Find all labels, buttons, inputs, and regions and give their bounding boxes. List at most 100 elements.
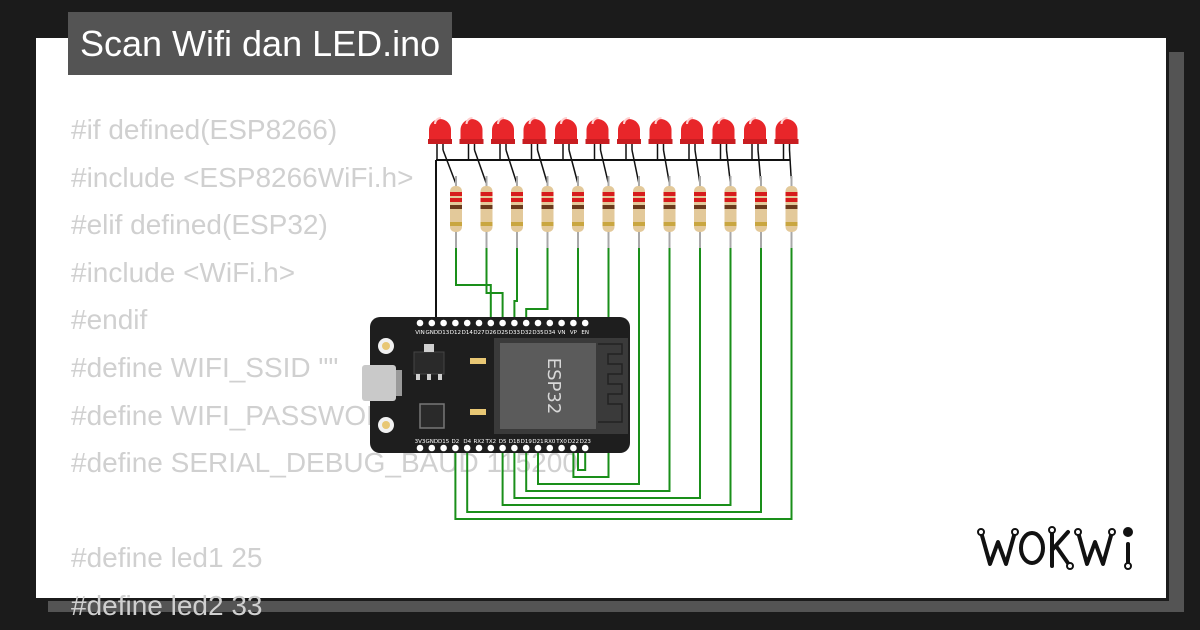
pin-label: TX0 bbox=[555, 439, 567, 445]
pin-d5[interactable] bbox=[499, 444, 506, 452]
pin-d2[interactable] bbox=[452, 444, 459, 452]
pin-gnd[interactable] bbox=[428, 319, 436, 327]
pin-label: D35 bbox=[532, 330, 544, 336]
pin-d13[interactable] bbox=[440, 319, 447, 327]
pin-3v3[interactable] bbox=[416, 444, 424, 452]
led-lead bbox=[631, 149, 640, 185]
led-lead bbox=[442, 149, 457, 185]
resistor[interactable] bbox=[694, 186, 706, 232]
resistor[interactable] bbox=[785, 186, 798, 232]
pin-label: D14 bbox=[462, 330, 474, 336]
code-line: #elif defined(ESP32) bbox=[71, 209, 328, 241]
resistor[interactable] bbox=[541, 186, 554, 232]
chip-label: ESP32 bbox=[543, 358, 564, 415]
pin-d19[interactable] bbox=[522, 444, 530, 452]
led-lead bbox=[536, 149, 549, 185]
signal-wire bbox=[454, 240, 793, 520]
pin-d21[interactable] bbox=[534, 444, 542, 452]
pin-d25[interactable] bbox=[499, 319, 506, 327]
code-preview: #if defined(ESP8266) #include <ESP8266WiF… bbox=[71, 106, 578, 630]
pin-label: D2 bbox=[452, 439, 460, 445]
pin-tx0[interactable] bbox=[558, 444, 565, 452]
resistor[interactable] bbox=[602, 186, 615, 232]
pin-d18[interactable] bbox=[511, 444, 518, 452]
antenna-trace bbox=[598, 343, 623, 423]
led-lead bbox=[599, 149, 610, 185]
pin-vp[interactable] bbox=[570, 319, 577, 327]
pin-label: RX0 bbox=[544, 439, 556, 445]
resistor[interactable] bbox=[511, 186, 523, 232]
led-red[interactable] bbox=[491, 117, 515, 150]
pin-tx2[interactable] bbox=[487, 444, 495, 452]
project-title: Scan Wifi dan LED.ino bbox=[68, 12, 453, 75]
led-lead bbox=[505, 149, 518, 185]
led-lead bbox=[473, 149, 488, 185]
pin-label: GND bbox=[425, 439, 438, 445]
pin-d34[interactable] bbox=[546, 319, 554, 327]
pin-d33[interactable] bbox=[511, 319, 518, 327]
code-line: #include <ESP8266WiFi.h> bbox=[71, 161, 414, 193]
signal-wire bbox=[577, 240, 587, 471]
pin-label: D21 bbox=[532, 439, 543, 445]
code-line: #include <WiFi.h> bbox=[71, 256, 296, 288]
pin-label: D12 bbox=[450, 330, 461, 336]
pin-vn[interactable] bbox=[558, 319, 565, 327]
pin-d32[interactable] bbox=[522, 319, 530, 327]
wires bbox=[435, 149, 793, 520]
pin-d14[interactable] bbox=[463, 319, 471, 327]
pin-d23[interactable] bbox=[581, 444, 589, 452]
pin-d35[interactable] bbox=[534, 319, 542, 327]
pin-rx2[interactable] bbox=[475, 444, 483, 452]
resistor[interactable] bbox=[663, 186, 676, 232]
pin-en[interactable] bbox=[581, 319, 589, 327]
signal-wire bbox=[572, 240, 610, 478]
led-row bbox=[428, 117, 799, 150]
usb-chip bbox=[419, 403, 445, 429]
pin-rx0[interactable] bbox=[546, 444, 554, 452]
pin-label: D18 bbox=[509, 439, 521, 445]
signal-wire bbox=[485, 240, 504, 320]
led-red[interactable] bbox=[711, 117, 736, 150]
code-line: #define WIFI_PASSWORD "" bbox=[71, 399, 435, 431]
pin-vin[interactable] bbox=[416, 319, 424, 327]
wokwi-logo bbox=[977, 526, 1133, 570]
led-red[interactable] bbox=[617, 117, 641, 150]
pin-label: RX2 bbox=[473, 439, 484, 445]
resistor[interactable] bbox=[480, 186, 493, 232]
usb-port bbox=[362, 365, 396, 401]
code-line: #if defined(ESP8266) bbox=[71, 114, 338, 145]
signal-wire bbox=[455, 240, 492, 320]
resistor[interactable] bbox=[633, 186, 645, 232]
pin-label: D25 bbox=[497, 330, 509, 336]
pin-d22[interactable] bbox=[570, 444, 577, 452]
led-red[interactable] bbox=[648, 117, 673, 150]
signal-wire bbox=[537, 240, 640, 485]
pin-gnd[interactable] bbox=[428, 444, 436, 452]
resistor[interactable] bbox=[724, 186, 737, 232]
led-red[interactable] bbox=[743, 117, 767, 150]
resistor[interactable] bbox=[755, 186, 767, 232]
pin-label: VP bbox=[570, 330, 578, 336]
pin-label: D23 bbox=[580, 439, 592, 445]
pin-label: VN bbox=[558, 330, 566, 336]
resistor[interactable] bbox=[450, 186, 462, 232]
pin-d12[interactable] bbox=[452, 319, 459, 327]
pin-d26[interactable] bbox=[487, 319, 495, 327]
led-red[interactable] bbox=[459, 117, 484, 150]
led-red[interactable] bbox=[554, 117, 578, 150]
resistor[interactable] bbox=[572, 186, 584, 232]
led-lead bbox=[568, 149, 579, 185]
led-red[interactable] bbox=[774, 117, 799, 150]
led-red[interactable] bbox=[522, 117, 547, 150]
pin-d4[interactable] bbox=[463, 444, 471, 452]
pin-d15[interactable] bbox=[440, 444, 447, 452]
led-red[interactable] bbox=[428, 117, 452, 150]
pin-d27[interactable] bbox=[475, 319, 483, 327]
pin-label: D13 bbox=[438, 330, 450, 336]
led-red[interactable] bbox=[585, 117, 610, 150]
led-red[interactable] bbox=[680, 117, 704, 150]
signal-wire bbox=[513, 240, 518, 320]
